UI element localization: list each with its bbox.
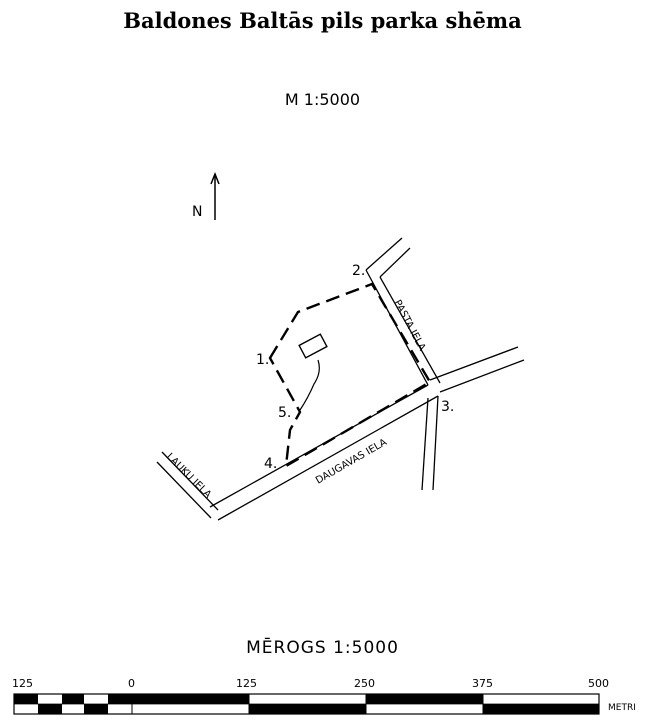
scale-ratio-label: M 1:5000 bbox=[284, 90, 361, 109]
south-road bbox=[421, 395, 439, 491]
map-title: Baldones Baltās pils parka shēma bbox=[123, 8, 522, 33]
scale-tick-label: 500 bbox=[588, 677, 609, 690]
scale-tick-label: 125 bbox=[236, 677, 257, 690]
east-road bbox=[429, 346, 525, 393]
point-3-label: 3. bbox=[441, 399, 454, 415]
north-arrow-icon bbox=[210, 171, 220, 220]
point-2-label: 2. bbox=[352, 263, 365, 279]
point-1-label: 1. bbox=[256, 352, 269, 368]
park-path bbox=[299, 359, 320, 411]
lauku-street-road bbox=[156, 451, 219, 519]
palace-building bbox=[298, 333, 328, 359]
north-label: N bbox=[192, 204, 202, 220]
scale-tick-label: 375 bbox=[472, 677, 493, 690]
point-4-label: 4. bbox=[264, 456, 277, 472]
scale-tick-label: 250 bbox=[354, 677, 375, 690]
scale-tick-label: 0 bbox=[128, 677, 135, 690]
daugavas-street-road bbox=[209, 384, 439, 521]
scale-unit-label: METRI bbox=[608, 703, 636, 713]
scale-bar-title: MĒROGS 1:5000 bbox=[246, 638, 399, 658]
scale-bar: 125 0 125 250 375 500 METRI bbox=[12, 677, 636, 715]
park-boundary bbox=[268, 282, 432, 469]
scale-tick-label: 125 bbox=[12, 677, 33, 690]
point-5-label: 5. bbox=[278, 405, 291, 421]
